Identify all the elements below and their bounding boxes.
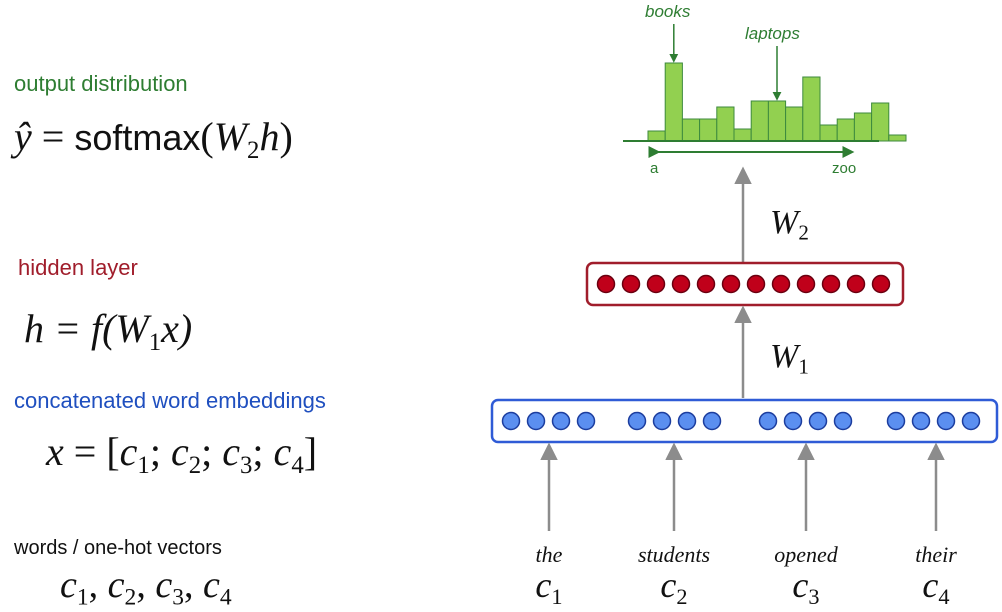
embedding-unit (783, 411, 803, 431)
embedding-unit (627, 411, 647, 431)
word-the: the (535, 542, 563, 567)
histogram-bar (819, 124, 838, 142)
equals-sign: = (41, 114, 65, 159)
word-students: students (637, 542, 711, 567)
histogram-bar (750, 100, 769, 142)
words-equation: c1, c2, c3, c4 (60, 563, 232, 612)
histogram-bar (836, 118, 855, 142)
hidden-unit (871, 274, 891, 294)
hidden-units (596, 274, 891, 294)
hidden-unit (746, 274, 766, 294)
hidden-unit (671, 274, 691, 294)
w2-subscript: 2 (247, 136, 260, 164)
w1-label: W1 (770, 338, 809, 379)
open-paren: ( (200, 114, 214, 159)
embeddings-label: concatenated word embeddings (14, 388, 326, 413)
c1-term: c1, (60, 564, 108, 611)
histogram-bar (888, 134, 907, 142)
c1-term: c1; (119, 429, 171, 479)
histogram-bar (647, 130, 666, 142)
embedding-unit (833, 411, 853, 431)
histogram-bar (733, 128, 752, 142)
x-symbol: x (46, 429, 64, 474)
c4-variable: c4 (922, 565, 950, 610)
histogram-bar (871, 102, 890, 142)
output-histogram (623, 24, 907, 158)
embedding-unit (911, 411, 931, 431)
w1-subscript: 1 (148, 328, 162, 356)
hidden-unit (621, 274, 641, 294)
word-opened: opened (774, 542, 838, 567)
embedding-unit (677, 411, 697, 431)
close-paren: ) (279, 114, 293, 159)
hidden-eq-body: = f(W (54, 306, 149, 351)
w2-label: W2 (770, 204, 809, 245)
words-label: words / one-hot vectors (14, 537, 222, 559)
hidden-unit (721, 274, 741, 294)
embedding-unit (936, 411, 956, 431)
hidden-unit (646, 274, 666, 294)
softmax-fn: softmax (74, 117, 201, 158)
c3-term: c3, (155, 564, 203, 611)
embedding-unit (886, 411, 906, 431)
embedding-unit (652, 411, 672, 431)
embedding-unit (526, 411, 546, 431)
y-hat-symbol: ŷ (14, 114, 32, 159)
output-equation: ŷ = softmax(W2h) (14, 113, 293, 165)
c3-variable: c3 (792, 565, 820, 610)
c1-variable: c1 (535, 565, 563, 610)
histogram-bar (699, 118, 718, 142)
embedding-unit (576, 411, 596, 431)
c2-variable: c2 (660, 565, 688, 610)
embedding-unit (551, 411, 571, 431)
c4-term: c4] (273, 429, 318, 479)
hidden-equation: h = f(W1x) (24, 305, 192, 357)
embedding-units (501, 411, 981, 431)
c2-term: c2, (107, 564, 156, 611)
embedding-layer-box (490, 398, 999, 444)
hidden-unit (696, 274, 716, 294)
embedding-unit (961, 411, 981, 431)
hidden-layer-box (585, 261, 905, 307)
hidden-unit (846, 274, 866, 294)
hidden-unit (821, 274, 841, 294)
h-symbol: h (259, 114, 280, 159)
embedding-equation: x = [c1; c2; c3; c4] (46, 428, 317, 480)
histogram-bar (853, 112, 873, 142)
books-annotation: books (645, 2, 691, 21)
histogram-bar (716, 106, 735, 142)
embedding-unit (702, 411, 722, 431)
hidden-eq-tail: x) (161, 306, 193, 351)
c2-term: c2; (170, 429, 223, 479)
laptops-annotation: laptops (745, 24, 800, 43)
histogram-bar (767, 100, 787, 142)
h-symbol: h (24, 306, 44, 351)
c3-term: c3; (222, 429, 274, 479)
histogram-bar (802, 76, 821, 142)
embedding-unit (758, 411, 778, 431)
hidden-unit (596, 274, 616, 294)
w2-symbol: W (213, 114, 248, 159)
histogram-bar (664, 62, 683, 142)
embedding-unit (808, 411, 828, 431)
word-their: their (915, 542, 957, 567)
histogram-bar (785, 106, 804, 142)
histogram-bar (681, 118, 701, 142)
hidden-unit (796, 274, 816, 294)
c4-term: c4 (202, 564, 232, 611)
embedding-unit (501, 411, 521, 431)
hidden-unit (771, 274, 791, 294)
output-distribution-label: output distribution (14, 71, 188, 96)
axis-end-label: zoo (832, 160, 857, 177)
axis-start-label: a (650, 160, 659, 177)
hidden-layer-label: hidden layer (18, 255, 138, 280)
word-arrows (540, 442, 945, 531)
embed-open: = [ (73, 429, 120, 474)
